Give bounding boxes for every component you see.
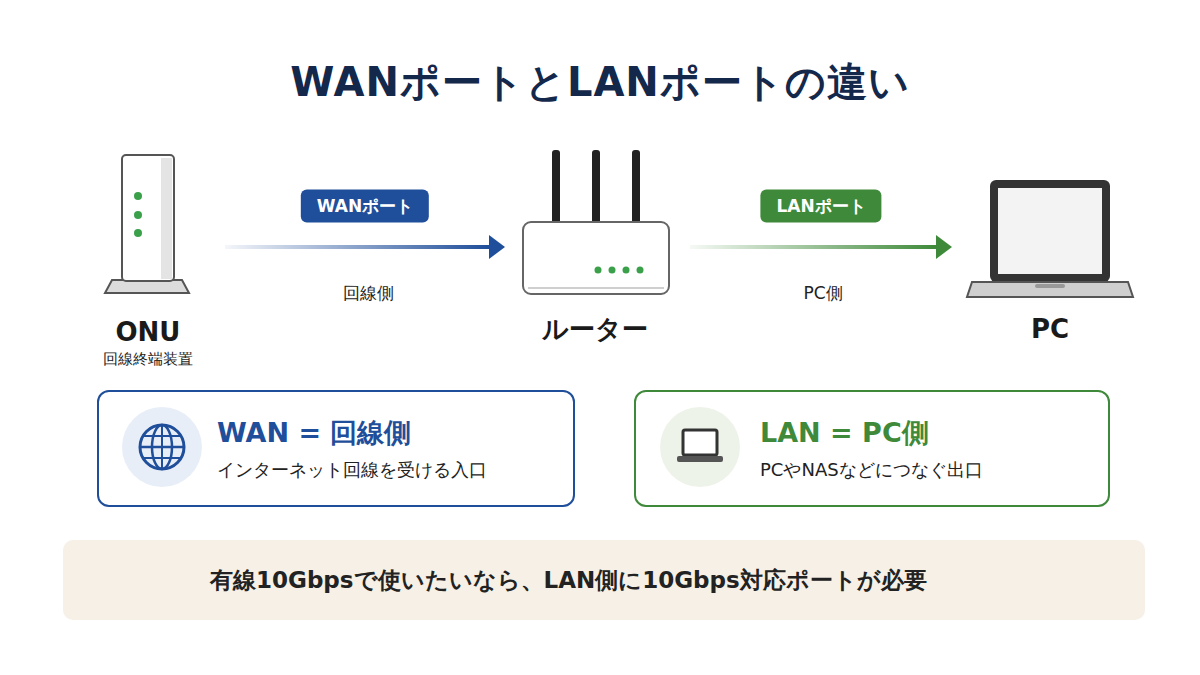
router-led (623, 267, 630, 274)
arrow-head (936, 235, 952, 259)
device-node: PC (960, 170, 1140, 345)
onu-led (134, 211, 142, 219)
diagram-title: WANポートとLANポートの違い (0, 55, 1200, 110)
router-antenna (632, 150, 640, 226)
router-led (609, 267, 616, 274)
router-led (637, 267, 644, 274)
node-body: インターネット回線を受ける入口 (217, 458, 487, 482)
arrow-connector (225, 235, 505, 259)
port-pill: WANポート (301, 190, 429, 223)
node-heading: 有線10Gbpsで使いたいなら、LAN側に10Gbps対応ポートが必要 (210, 565, 927, 595)
laptop-notch (1035, 284, 1065, 288)
laptop-icon (660, 407, 740, 487)
onu-illustration (105, 155, 189, 293)
onu-led (134, 192, 142, 200)
info-box: LAN = PC側 PCやNASなどにつなぐ出口 (634, 390, 1110, 507)
onu-side (161, 158, 172, 279)
onu-led (134, 229, 142, 237)
icon-backdrop (660, 407, 740, 487)
globe-axis (161, 425, 163, 469)
globe-icon (122, 407, 202, 487)
arrow-head (489, 235, 505, 259)
icon-screen (683, 430, 717, 455)
side-label: PC側 (803, 282, 842, 305)
router-antenna (552, 150, 560, 226)
device-node: ルーター (505, 145, 685, 345)
router-led (595, 267, 602, 274)
node-heading: ONU (116, 316, 181, 348)
node-heading: WAN = 回線側 (217, 416, 411, 450)
node-body: PCやNASなどにつなぐ出口 (760, 458, 983, 482)
device-node: ONU回線終端装置 (98, 150, 198, 370)
side-label: 回線側 (343, 282, 394, 305)
node-heading: LAN = PC側 (760, 416, 929, 450)
globe-outline (140, 425, 184, 469)
node-heading: ルーター (542, 313, 648, 345)
router-antenna (592, 150, 600, 226)
tip-band: 有線10Gbpsで使いたいなら、LAN側に10Gbps対応ポートが必要 (63, 540, 1145, 620)
info-box: WAN = 回線側インターネット回線を受ける入口 (97, 390, 575, 507)
icon-backdrop (122, 407, 202, 487)
icon-base (677, 456, 723, 462)
router-edge (528, 287, 664, 289)
connector-line (690, 245, 936, 249)
port-pill: LANポート (760, 190, 881, 223)
router-illustration (523, 150, 669, 294)
arrow-connector (690, 235, 952, 259)
laptop-illustration (967, 180, 1133, 297)
node-heading: PC (1031, 313, 1069, 345)
laptop-base (967, 282, 1133, 297)
onu-body (122, 155, 174, 281)
connector-line (225, 245, 489, 249)
laptop-display (998, 188, 1102, 274)
laptop-screen (990, 180, 1110, 282)
router-body (523, 222, 669, 294)
node-body: 回線終端装置 (103, 348, 193, 370)
